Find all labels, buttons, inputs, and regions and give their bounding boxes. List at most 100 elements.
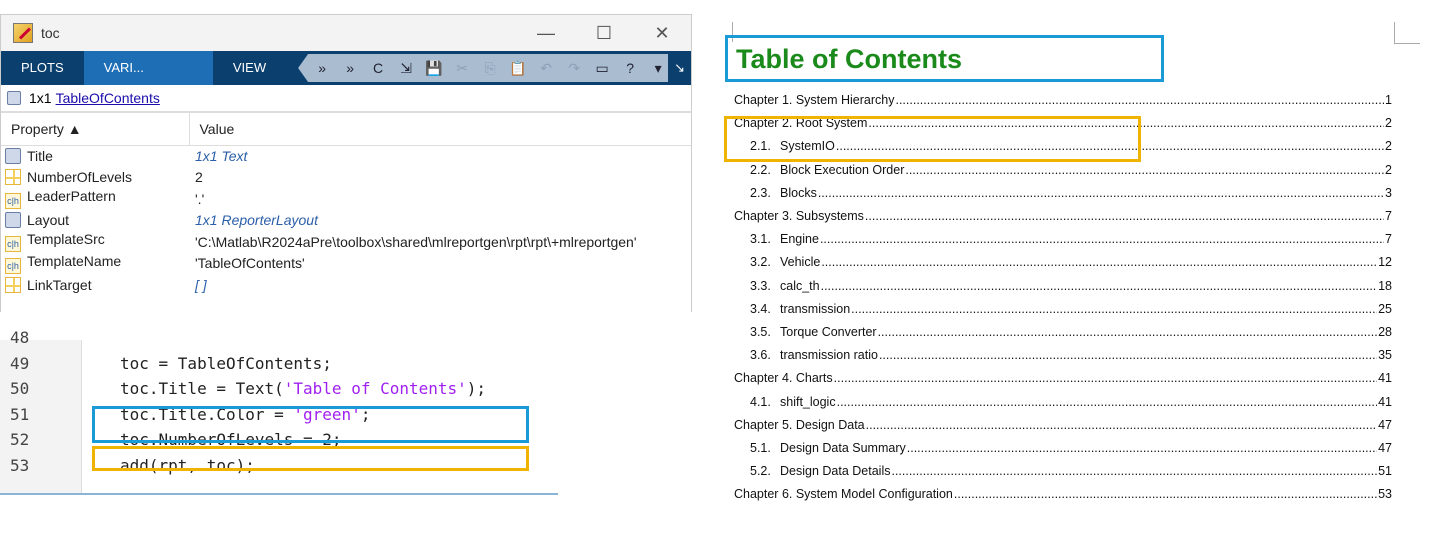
help-icon[interactable]: ? <box>626 60 634 76</box>
section-number: 3.3. <box>750 278 771 293</box>
toc-entry[interactable]: 3.4.transmission25 <box>750 302 1392 316</box>
expand-icon[interactable]: ▾ <box>654 59 662 76</box>
cut-icon[interactable]: ✂ <box>456 59 468 76</box>
property-value[interactable]: '.' <box>195 190 205 207</box>
toc-entry[interactable]: 2.3.Blocks3 <box>750 186 1392 200</box>
property-value[interactable]: 1x1 Text <box>195 148 248 164</box>
insert-script-icon[interactable]: » <box>318 60 326 76</box>
copy-icon[interactable]: ⎘ <box>484 59 496 76</box>
variable-header: 1x1 TableOfContents <box>1 85 691 113</box>
toc-entry[interactable]: 2.2.Block Execution Order2 <box>750 163 1392 177</box>
code-line[interactable]: toc.Title = Text('Table of Contents'); <box>120 379 486 398</box>
property-row[interactable]: NumberOfLevels 2 <box>1 167 691 189</box>
entry-text: Block Execution Order <box>780 162 905 177</box>
close-button[interactable]: ✕ <box>654 22 670 43</box>
code-line[interactable]: toc.NumberOfLevels = 2; <box>120 430 342 449</box>
code-line[interactable]: toc = TableOfContents; <box>120 354 332 373</box>
property-value[interactable]: 2 <box>195 169 203 186</box>
property-value[interactable]: [ ] <box>195 276 207 293</box>
page-number: 47 <box>1378 417 1392 432</box>
tab-plots[interactable]: PLOTS <box>21 60 64 75</box>
toc-title: Table of Contents <box>736 44 962 74</box>
line-number: 50 <box>10 379 30 398</box>
title-bar: toc — ☐ ✕ <box>1 15 691 51</box>
section-number: 3.6. <box>750 348 771 363</box>
property-column-header[interactable]: Property ▲ <box>1 113 190 146</box>
property-value[interactable]: 'TableOfContents' <box>195 255 305 272</box>
page-number: 1 <box>1385 93 1392 107</box>
paste-icon[interactable]: 📋 <box>509 59 527 76</box>
section-number: 2.3. <box>750 185 771 200</box>
entry-text: Torque Converter <box>780 325 877 339</box>
undo-icon[interactable]: ↶ <box>540 59 552 76</box>
entry-text: Chapter 4. Charts <box>734 371 833 386</box>
toc-entry[interactable]: 5.1.Design Data Summary47 <box>750 441 1392 455</box>
maximize-button[interactable]: ☐ <box>595 22 613 43</box>
toc-entry[interactable]: 3.2.Vehicle12 <box>750 255 1392 269</box>
toc-entry[interactable]: Chapter 3. Subsystems7 <box>734 209 1392 223</box>
toc-entry[interactable]: 5.2.Design Data Details51 <box>750 464 1392 478</box>
code-text: ); <box>466 379 487 398</box>
string-literal: 'Table of Contents' <box>283 379 467 398</box>
class-link[interactable]: TableOfContents <box>55 90 160 106</box>
property-name-cell: Title <box>1 145 189 167</box>
toc-entry[interactable]: Chapter 1. System Hierarchy 1 <box>734 93 1392 107</box>
leader-dots <box>891 464 1377 478</box>
numeric-array-icon <box>5 276 21 293</box>
leader-dots <box>820 232 1384 246</box>
new-variable-icon[interactable]: ⇲ <box>400 59 412 76</box>
property-name: TemplateSrc <box>27 231 105 248</box>
property-row[interactable]: LinkTarget[ ] <box>1 274 691 296</box>
window-title: toc <box>41 25 60 41</box>
page-number: 2 <box>1385 116 1392 131</box>
toc-entry[interactable]: Chapter 6. System Model Configuration53 <box>734 487 1392 501</box>
property-row[interactable]: Title 1x1 Text <box>1 145 691 167</box>
save-icon[interactable]: 💾 <box>425 59 443 76</box>
toc-entry[interactable]: Chapter 5. Design Data 47 <box>734 418 1392 432</box>
property-value[interactable]: 'C:\Matlab\R2024aPre\toolbox\shared\mlre… <box>195 233 637 250</box>
toc-entry[interactable]: 3.6.transmission ratio35 <box>750 348 1392 362</box>
section-number: 3.4. <box>750 301 771 316</box>
tab-variable[interactable]: VARI... <box>83 51 213 85</box>
page-number: 28 <box>1378 325 1392 339</box>
entry-text: Vehicle <box>780 255 821 270</box>
leader-dots <box>866 418 1377 432</box>
property-name: NumberOfLevels <box>27 169 133 186</box>
entry-text: Chapter 1. System Hierarchy <box>734 93 895 107</box>
toc-entry[interactable]: 3.3.calc_th18 <box>750 279 1392 293</box>
new-command-icon[interactable]: C <box>373 60 384 76</box>
toc-entry[interactable]: Chapter 4. Charts41 <box>734 371 1392 385</box>
toc-entry[interactable]: 3.1.Engine7 <box>750 232 1392 246</box>
redo-icon[interactable]: ↷ <box>568 59 580 76</box>
entry-text: transmission ratio <box>780 348 878 363</box>
tab-view[interactable]: VIEW <box>232 60 267 75</box>
property-name-cell: NumberOfLevels <box>1 167 189 189</box>
leader-dots <box>907 441 1377 455</box>
insert-function-icon[interactable]: » <box>346 60 354 76</box>
toc-entry[interactable]: 4.1.shift_logic41 <box>750 395 1392 409</box>
object-icon <box>5 148 21 164</box>
toc-entry[interactable]: Chapter 2. Root System2 <box>734 116 1392 130</box>
expand-toolstrip-icon[interactable]: ↘ <box>674 60 685 75</box>
entry-text: Chapter 5. Design Data <box>734 417 865 432</box>
minimize-button[interactable]: — <box>537 22 555 43</box>
page-number: 2 <box>1385 162 1392 177</box>
code-line[interactable]: toc.Title.Color = 'green'; <box>120 405 370 424</box>
property-value[interactable]: 1x1 ReporterLayout <box>195 212 318 229</box>
page-number: 3 <box>1385 185 1392 200</box>
page-number: 53 <box>1378 487 1392 502</box>
section-number: 3.2. <box>750 255 771 270</box>
toc-entry[interactable]: 3.5.Torque Converter28 <box>750 325 1392 339</box>
layout-icon[interactable]: ▭ <box>595 59 609 76</box>
property-name: LeaderPattern <box>27 188 116 205</box>
entry-text: Design Data Summary <box>780 441 906 455</box>
value-column-header[interactable]: Value <box>189 113 691 146</box>
toc-entry[interactable]: 2.1.SystemIO2 <box>750 139 1392 153</box>
